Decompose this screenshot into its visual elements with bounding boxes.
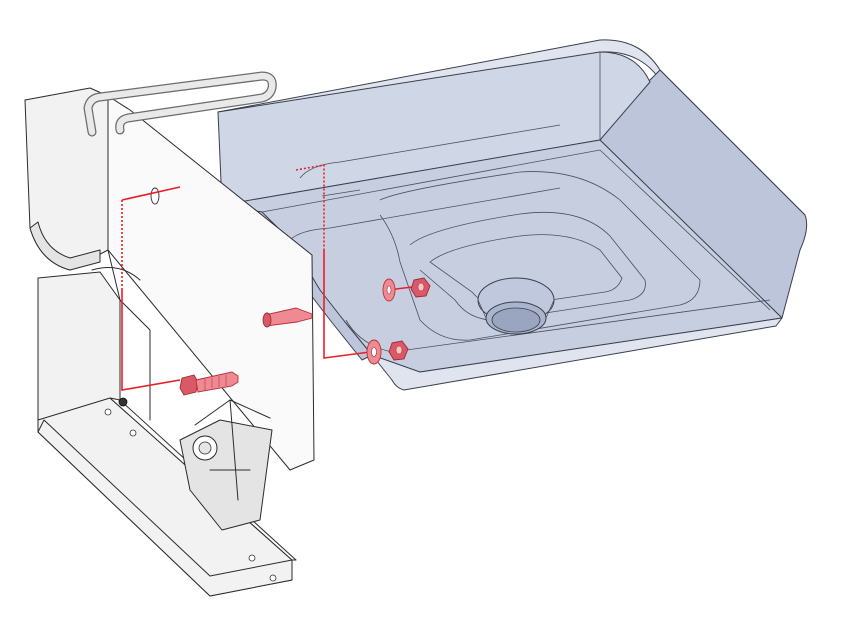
screw	[129, 429, 137, 437]
bolt	[262, 307, 313, 328]
wall-bracket	[24, 87, 315, 597]
nut	[410, 277, 431, 298]
nut	[388, 340, 409, 361]
hinge-pivot	[192, 435, 218, 461]
screw	[104, 408, 112, 416]
bolt	[179, 371, 239, 396]
fastener-set-lower	[179, 339, 409, 396]
screw	[118, 397, 128, 407]
fastener-set-upper	[262, 277, 431, 328]
sink-front-lip	[371, 317, 783, 391]
panel-slot	[150, 187, 160, 205]
mounting-rod	[83, 71, 277, 137]
sink-basin	[217, 39, 808, 391]
assembly-guide-lines	[121, 164, 413, 391]
bracket-back-plate-lower	[37, 271, 121, 421]
washer	[366, 339, 382, 365]
washer	[382, 278, 396, 302]
sink-back-wall	[217, 51, 651, 206]
sink-drain	[477, 277, 555, 335]
screw	[269, 574, 277, 582]
screw	[248, 554, 256, 562]
